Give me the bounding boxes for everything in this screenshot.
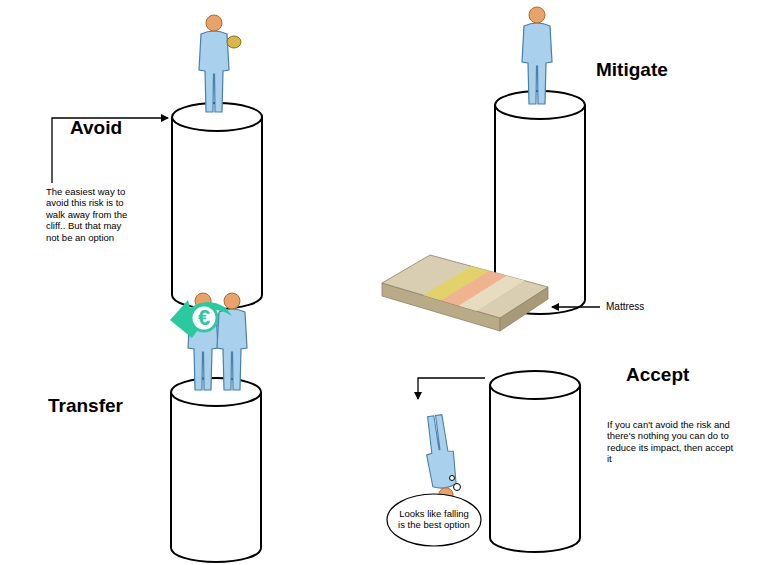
node-text: Looks like falling is the best option bbox=[396, 509, 472, 531]
thought-bubble: Looks like falling is the best option bbox=[386, 493, 482, 547]
node-text-wrap: Looks like falling is the best option bbox=[386, 493, 482, 547]
people bbox=[188, 7, 552, 504]
part-label: Mattress bbox=[606, 301, 686, 313]
leader-arrows bbox=[52, 118, 600, 399]
strategy-heading: Mitigate bbox=[596, 59, 706, 82]
strategy-heading: Accept bbox=[626, 364, 726, 387]
node-text-wrap: € bbox=[168, 294, 234, 342]
note-text: If you can't avoid the risk and there's … bbox=[607, 419, 739, 465]
note-text: The easiest way to avoid this risk is to… bbox=[46, 186, 130, 243]
cylinders bbox=[171, 91, 585, 562]
strategy-heading: Transfer bbox=[48, 395, 158, 418]
mattress bbox=[382, 255, 548, 331]
euro-badge: € bbox=[168, 294, 234, 342]
node-text: € bbox=[198, 305, 210, 330]
strategy-heading: Avoid bbox=[70, 117, 170, 140]
